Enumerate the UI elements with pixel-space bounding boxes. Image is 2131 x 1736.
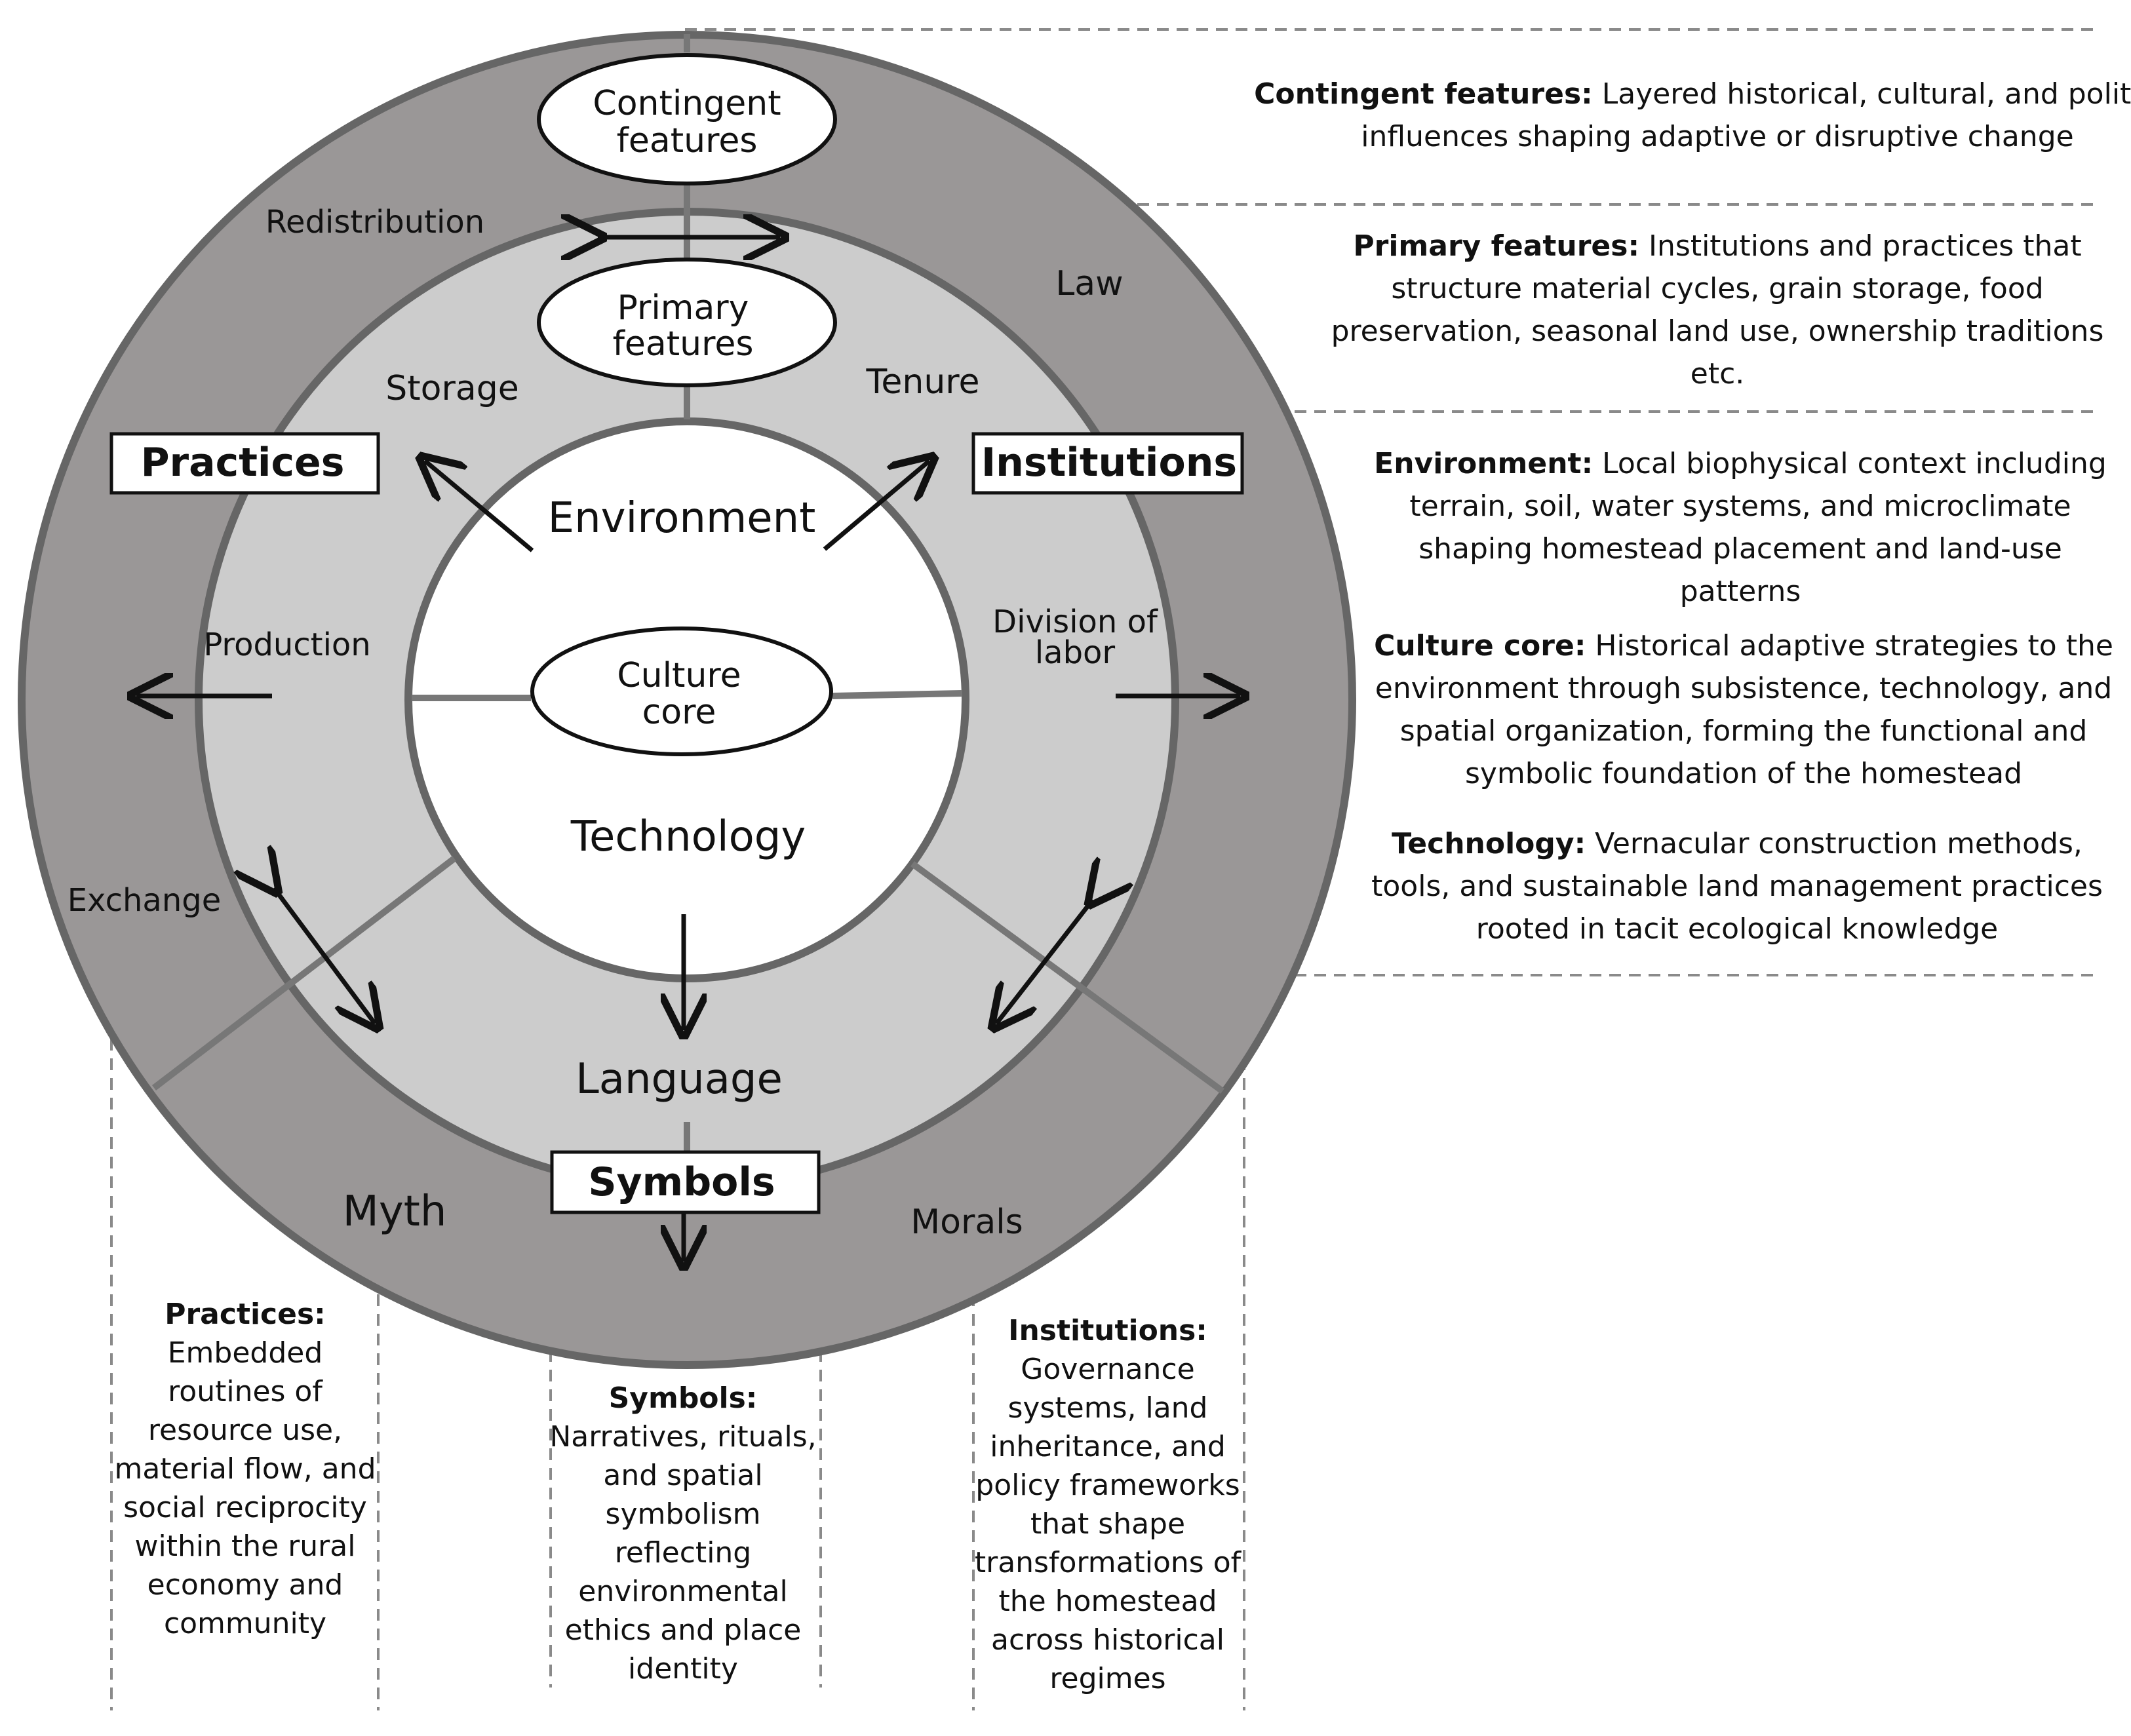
- primary-features-ellipse: Primary features: [537, 258, 837, 387]
- desc-primary-line: preservation, seasonal land use, ownersh…: [1331, 315, 2104, 348]
- bottom-desc-symbols-line: symbolism: [606, 1497, 761, 1531]
- desc-contingent-line: influences shaping adaptive or disruptiv…: [1361, 120, 2073, 153]
- desc-contingent-line: Contingent features: Layered historical,…: [1254, 77, 2131, 111]
- culture-core-ellipse: Culture core: [530, 627, 833, 756]
- law-label: Law: [1055, 264, 1123, 303]
- practices-box: Practices: [109, 432, 380, 495]
- institutions-box-label: Institutions: [981, 440, 1237, 486]
- bottom-desc-practices-line: routines of: [168, 1375, 323, 1408]
- divider-inner-right: [832, 690, 963, 699]
- desc-culture-core-line: environment through subsistence, technol…: [1375, 672, 2112, 705]
- desc-primary-line: structure material cycles, grain storage…: [1391, 272, 2043, 305]
- arrows: [136, 237, 1240, 1262]
- exchange-label: Exchange: [68, 882, 222, 919]
- bottom-desc-practices-line: community: [164, 1607, 326, 1640]
- arrow-environment-to-practices: [425, 461, 534, 552]
- symbols-box-label: Symbols: [588, 1159, 775, 1205]
- division-of-labor-line2: labor: [1035, 634, 1116, 671]
- bottom-desc-institutions-line: the homestead: [998, 1585, 1217, 1618]
- bottom-desc-institutions-line: policy frameworks: [975, 1469, 1240, 1502]
- bottom-desc-institutions-title: Institutions:: [1008, 1314, 1207, 1347]
- desc-culture-core-line: symbolic foundation of the homestead: [1465, 757, 2022, 790]
- division-of-labor-line1: Division of: [992, 604, 1158, 640]
- contingent-features-ellipse: Contingent features: [537, 53, 837, 185]
- bottom-desc-practices-line: Embedded: [168, 1336, 323, 1370]
- culture-core-line1: Culture: [617, 656, 741, 695]
- symbols-box: Symbols: [550, 1150, 821, 1214]
- bottom-desc-symbols-title: Symbols:: [609, 1381, 758, 1415]
- bottom-desc-institutions-line: transformations of: [975, 1546, 1242, 1579]
- bottom-desc-symbols-line: reflecting: [615, 1536, 751, 1570]
- bottom-desc-symbols-line: and spatial: [603, 1459, 762, 1492]
- arrow-morals-double: [996, 900, 1093, 1024]
- bottom-desc-institutions-line: systems, land: [1008, 1391, 1208, 1425]
- desc-technology-line: rooted in tacit ecological knowledge: [1476, 912, 1999, 946]
- bottom-desc-symbols-line: environmental: [578, 1575, 787, 1608]
- bottom-desc-symbols-line: identity: [628, 1652, 738, 1686]
- desc-primary-line: Primary features: Institutions and pract…: [1353, 229, 2081, 263]
- production-label: Production: [203, 627, 370, 663]
- morals-label: Morals: [910, 1203, 1023, 1242]
- technology-label: Technology: [570, 813, 806, 861]
- language-label: Language: [576, 1055, 783, 1104]
- desc-culture-core-line: Culture core: Historical adaptive strate…: [1374, 629, 2113, 663]
- right-descriptions: Contingent features: Layered historical,…: [1254, 77, 2131, 946]
- bottom-desc-institutions-line: Governance: [1021, 1353, 1194, 1386]
- primary-label-line1: Primary: [617, 288, 749, 328]
- desc-primary-line: etc.: [1691, 357, 1745, 391]
- desc-environment-line: patterns: [1680, 575, 1801, 608]
- arrow-exchange-double: [274, 888, 375, 1024]
- contingent-label-line1: Contingent: [593, 84, 781, 123]
- storage-label: Storage: [385, 369, 518, 408]
- environment-label: Environment: [548, 494, 816, 543]
- redistribution-label: Redistribution: [265, 204, 484, 241]
- bottom-desc-institutions-line: that shape: [1030, 1507, 1185, 1541]
- bottom-desc-symbols-line: ethics and place: [565, 1613, 802, 1647]
- primary-label-line2: features: [613, 324, 754, 364]
- desc-culture-core-line: spatial organization, forming the functi…: [1400, 714, 2088, 748]
- bottom-desc-symbols-line: Narratives, rituals,: [549, 1420, 816, 1454]
- bottom-desc-practices-line: economy and: [147, 1568, 343, 1602]
- bottom-desc-practices-line: within the rural: [135, 1530, 356, 1563]
- myth-label: Myth: [343, 1187, 447, 1236]
- bottom-desc-institutions-line: inheritance, and: [990, 1430, 1226, 1463]
- desc-environment-line: terrain, soil, water systems, and microc…: [1409, 490, 2071, 523]
- bottom-desc-practices-line: resource use,: [148, 1414, 342, 1447]
- arrow-environment-to-institutions: [823, 461, 929, 551]
- contingent-label-line2: features: [617, 121, 758, 161]
- institutions-box: Institutions: [971, 432, 1244, 495]
- tenure-label: Tenure: [865, 362, 979, 402]
- bottom-desc-practices-title: Practices:: [165, 1298, 326, 1331]
- bottom-desc-practices-line: material flow, and: [114, 1452, 376, 1486]
- desc-technology-line: Technology: Vernacular construction meth…: [1392, 827, 2082, 860]
- bottom-desc-institutions-line: across historical: [991, 1623, 1224, 1657]
- desc-technology-line: tools, and sustainable land management p…: [1371, 870, 2103, 903]
- practices-box-label: Practices: [141, 440, 345, 486]
- desc-environment-line: Environment: Local biophysical context i…: [1374, 447, 2107, 480]
- desc-environment-line: shaping homestead placement and land-use: [1418, 532, 2062, 566]
- bottom-descriptions: Practices: Embedded routines of resource us…: [114, 1298, 1241, 1695]
- bottom-desc-institutions-line: regimes: [1049, 1662, 1165, 1695]
- bottom-desc-practices-line: social reciprocity: [123, 1491, 367, 1524]
- culture-core-line2: core: [642, 693, 716, 732]
